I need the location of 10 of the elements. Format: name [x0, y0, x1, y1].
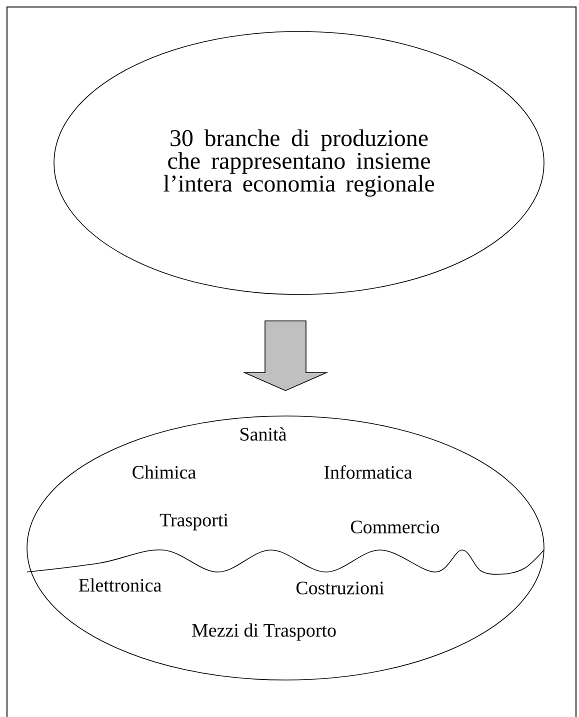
- sector-label: Elettronica: [78, 578, 162, 592]
- sector-label: Costruzioni: [296, 582, 384, 594]
- sector-label: Sanità: [240, 427, 286, 441]
- sector-label: Mezzi di Trasporto: [192, 623, 336, 641]
- oval: 30 branche di produzione che rappresentano insieme l’intera economia regionale: [54, 31, 544, 295]
- sector-label: Chimica: [132, 465, 196, 479]
- sector-label: Commercio: [350, 520, 440, 534]
- sector-label: Informatica: [324, 465, 412, 479]
- block-arrow: [242, 320, 328, 392]
- sector-label: Trasporti: [160, 514, 228, 530]
